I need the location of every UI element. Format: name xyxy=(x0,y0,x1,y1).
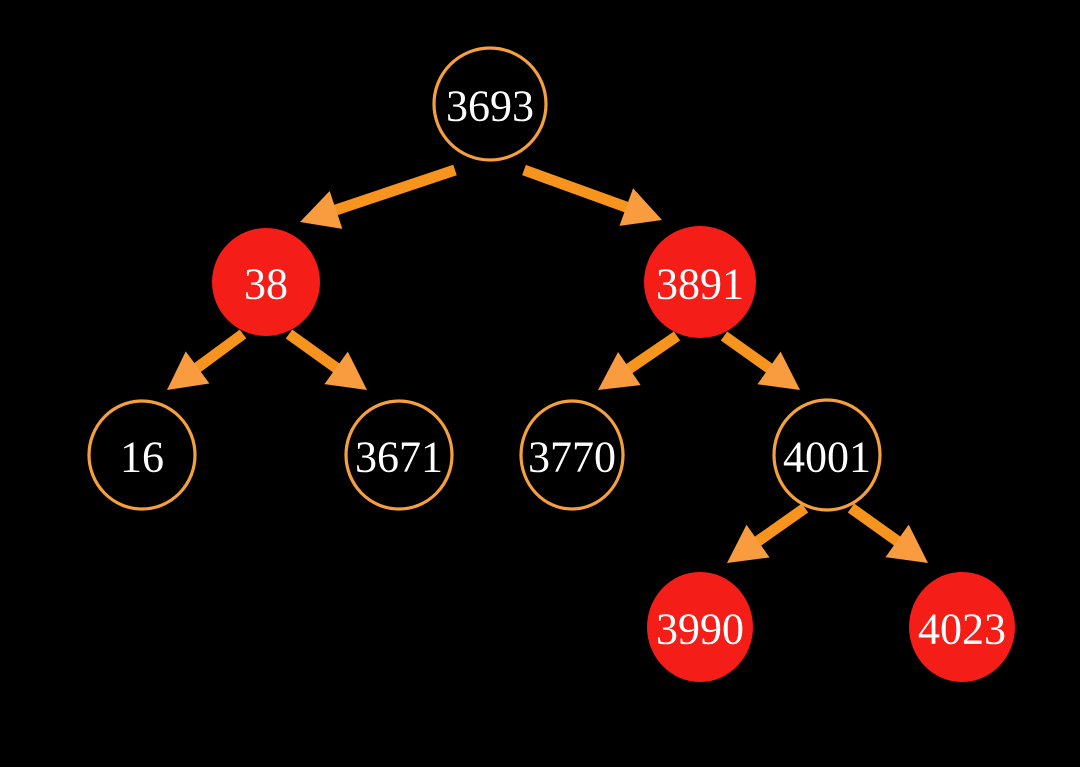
node-label: 16 xyxy=(120,433,164,482)
tree-node-3990[interactable]: 3990 xyxy=(647,572,753,682)
node-label: 3990 xyxy=(656,605,744,654)
tree-edge xyxy=(720,331,800,390)
node-circle xyxy=(87,399,197,511)
node-label: 4023 xyxy=(918,605,1006,654)
node-circle xyxy=(344,399,454,511)
edge-arrowhead-icon xyxy=(619,188,662,226)
edge-arrowhead-icon xyxy=(885,524,928,563)
tree-edge xyxy=(522,164,662,226)
edge-arrowhead-icon xyxy=(300,190,343,229)
node-label: 3693 xyxy=(446,82,534,131)
node-circle xyxy=(432,46,548,162)
tree-edge xyxy=(598,331,681,390)
edge-arrowhead-icon xyxy=(324,351,367,390)
tree-edge xyxy=(167,329,247,390)
tree-node-3770[interactable]: 3770 xyxy=(519,399,625,511)
edge-shaft xyxy=(622,331,681,376)
edge-shaft xyxy=(751,503,809,548)
node-circle xyxy=(212,228,320,336)
edge-shaft xyxy=(330,164,457,217)
edge-shaft xyxy=(847,503,904,548)
node-label: 38 xyxy=(244,260,288,309)
node-label: 3891 xyxy=(656,260,744,309)
tree-node-4001[interactable]: 4001 xyxy=(772,398,882,512)
tree-node-38[interactable]: 38 xyxy=(212,228,320,336)
tree-node-4023[interactable]: 4023 xyxy=(909,572,1015,682)
edge-arrowhead-icon xyxy=(598,352,641,390)
node-label: 3671 xyxy=(355,433,443,482)
nodes-layer: 3693 38 3891 16 3671 3770 4001 3990 4023 xyxy=(87,46,1015,682)
node-circle xyxy=(772,398,882,512)
edges-layer xyxy=(167,164,928,563)
edge-arrowhead-icon xyxy=(757,351,800,390)
tree-node-3891[interactable]: 3891 xyxy=(644,226,756,338)
node-label: 3770 xyxy=(528,433,616,482)
node-circle xyxy=(519,399,625,511)
tree-node-3693[interactable]: 3693 xyxy=(432,46,548,162)
edge-arrowhead-icon xyxy=(727,524,770,563)
node-circle xyxy=(647,572,753,682)
edge-arrowhead-icon xyxy=(167,351,210,390)
node-label: 4001 xyxy=(783,433,871,482)
node-circle xyxy=(909,572,1015,682)
tree-node-16[interactable]: 16 xyxy=(87,399,197,511)
tree-edge xyxy=(285,329,367,390)
edge-shaft xyxy=(191,329,247,375)
edge-shaft xyxy=(285,329,343,375)
edge-shaft xyxy=(720,331,776,375)
tree-edge xyxy=(727,503,809,563)
tree-edge xyxy=(300,164,457,229)
edge-shaft xyxy=(522,164,632,214)
node-circle xyxy=(644,226,756,338)
tree-node-3671[interactable]: 3671 xyxy=(344,399,454,511)
tree-edge xyxy=(847,503,928,563)
